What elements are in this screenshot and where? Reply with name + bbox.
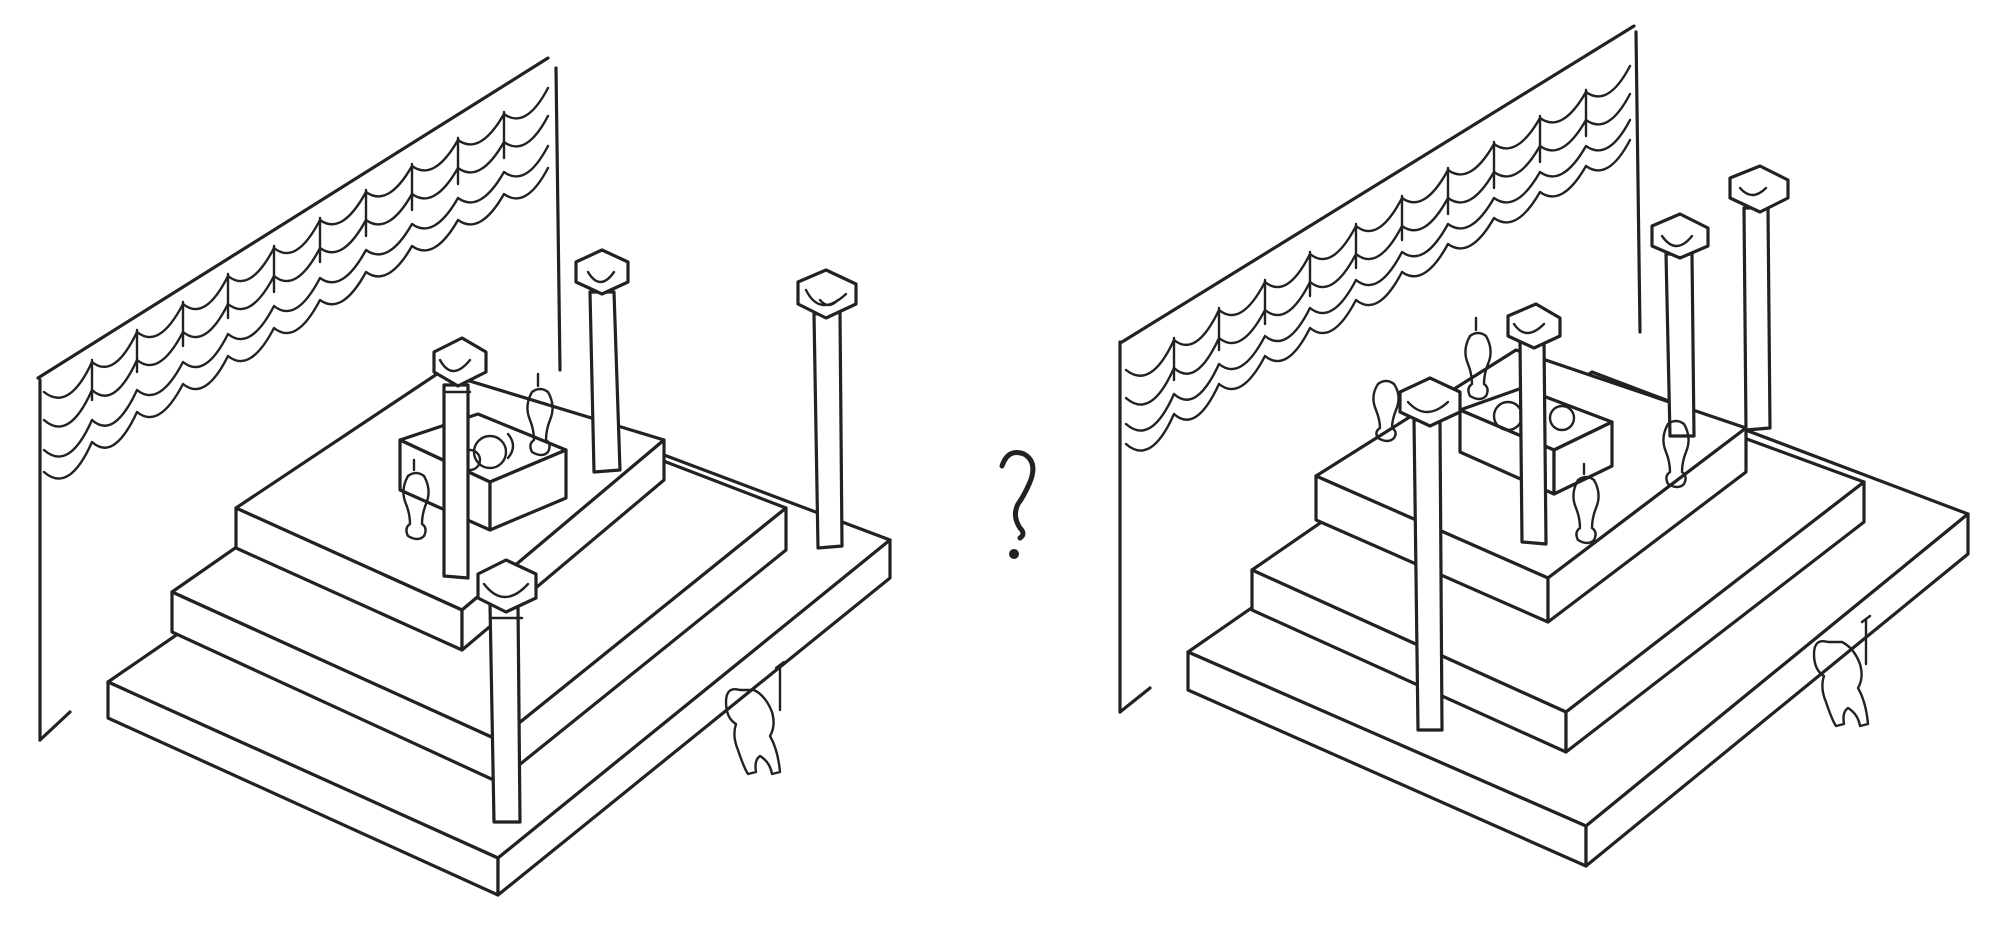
left-figures [402, 372, 786, 776]
question-mark [999, 450, 1036, 559]
right-curtain [1118, 24, 1642, 714]
right-pillars [1398, 164, 1790, 732]
right-figures [1372, 316, 1872, 728]
right-sketch [1118, 24, 1970, 868]
right-platform [1186, 348, 1970, 868]
left-curtain [36, 56, 562, 742]
left-sketch [36, 56, 892, 897]
left-pillars [432, 248, 858, 824]
